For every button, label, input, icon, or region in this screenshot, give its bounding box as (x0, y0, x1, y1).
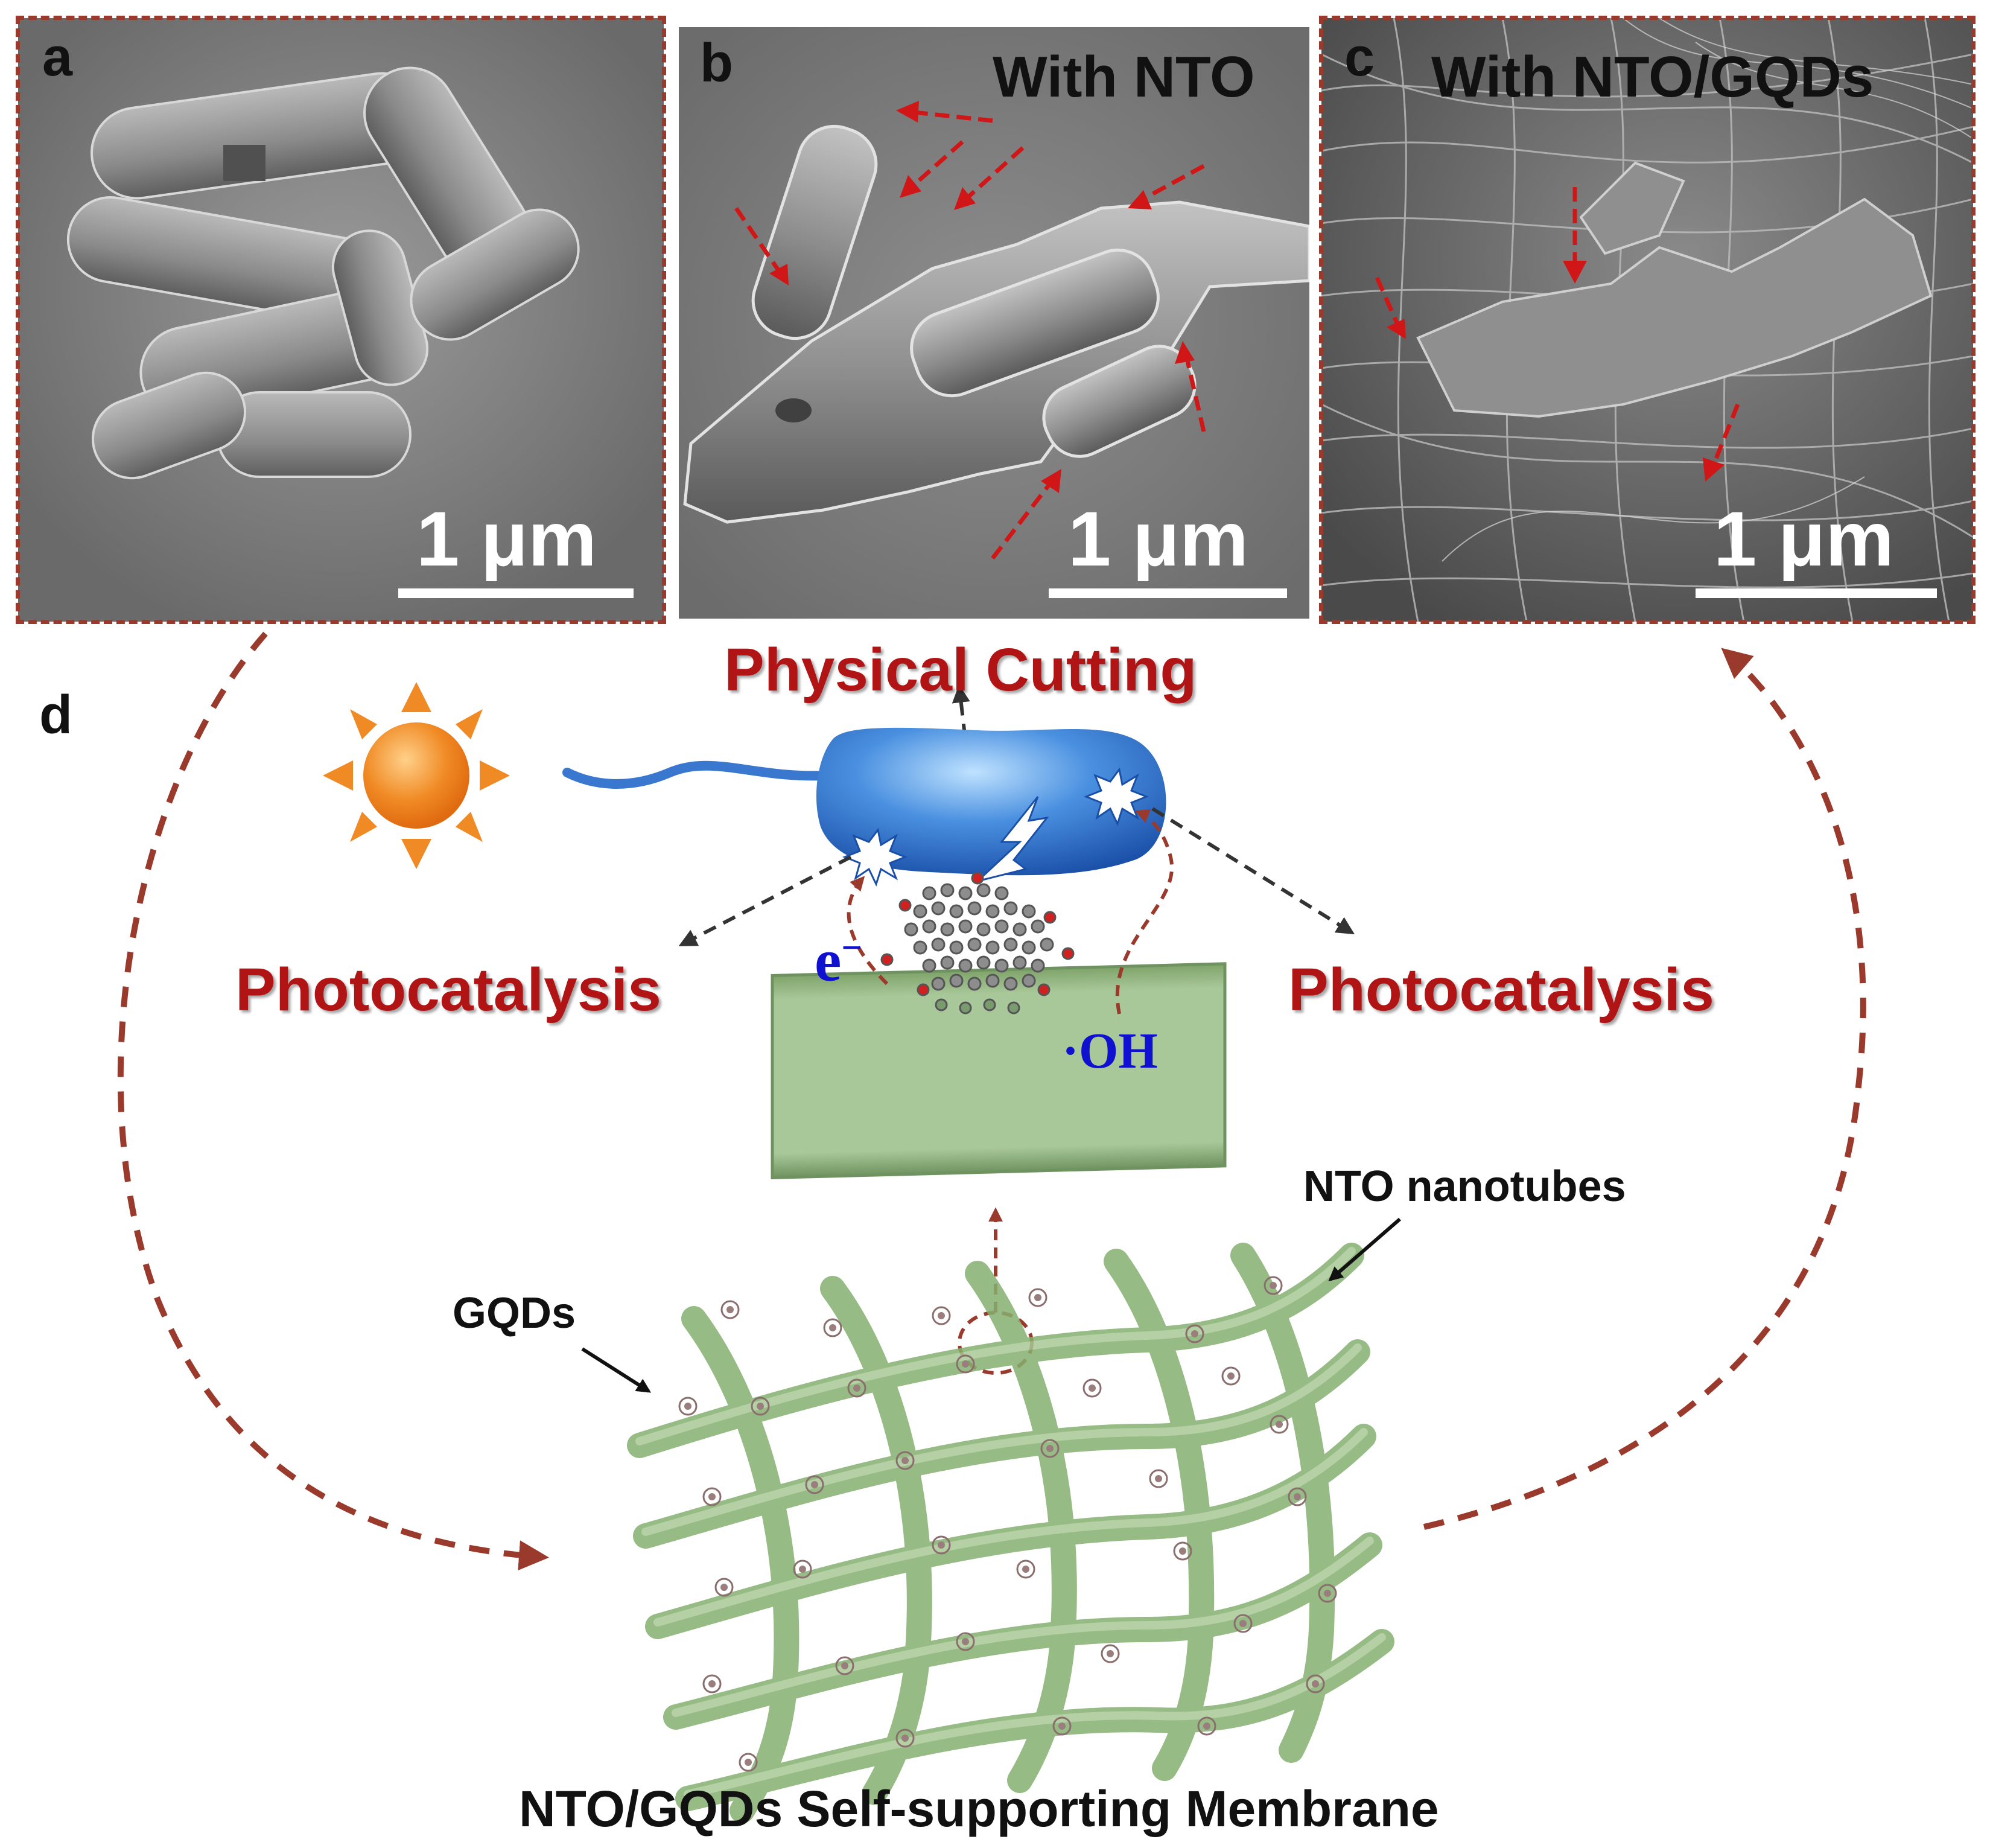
panel-frame-a (16, 16, 666, 624)
sem-image-a (18, 18, 664, 622)
scale-text-c: 1 μm (1714, 496, 1894, 582)
sem-nanotube-mesh-c (1321, 18, 1973, 622)
flagellum (562, 760, 831, 789)
physical-cutting-label: Physical Cutting (724, 636, 1197, 704)
scale-bar-b (1049, 588, 1287, 598)
scale-text-a: 1 μm (416, 496, 597, 582)
membrane-label: NTO/GQDs Self-supporting Membrane (519, 1780, 1439, 1837)
panel-frame-c (1319, 16, 1976, 624)
photocatalysis-right-label: Photocatalysis (1288, 956, 1714, 1024)
panel-label-a: a (42, 27, 73, 88)
electron-label: e− (815, 926, 862, 994)
gqd-molecule-icon (880, 871, 1075, 1015)
panel-label-d: d (39, 685, 72, 745)
sem-bacteria-cluster-a (18, 18, 664, 622)
sem-image-b (679, 27, 1309, 619)
cycle-arrow-left (117, 631, 549, 1571)
photocatalysis-left-label: Photocatalysis (235, 956, 661, 1024)
nto-nanotubes-label: NTO nanotubes (1303, 1162, 1626, 1211)
hydroxyl-label: ·OH (1062, 1023, 1158, 1079)
panel-label-c: c (1344, 27, 1375, 88)
panel-label-b: b (700, 33, 733, 94)
cycle-arrow-right (1423, 648, 1866, 1530)
sun-icon (323, 682, 510, 869)
bacterium-icon (816, 727, 1166, 887)
scale-bar-a (398, 588, 634, 598)
gqds-label: GQDs (453, 1289, 576, 1337)
scale-text-b: 1 μm (1068, 496, 1248, 582)
nanotube-network (627, 1243, 1394, 1823)
sem-image-c (1321, 18, 1973, 622)
sem-bacteria-damaged-b (679, 27, 1309, 619)
panel-title-b: With NTO (993, 45, 1255, 109)
panel-title-c: With NTO/GQDs (1431, 45, 1874, 109)
scale-bar-c (1696, 588, 1937, 598)
